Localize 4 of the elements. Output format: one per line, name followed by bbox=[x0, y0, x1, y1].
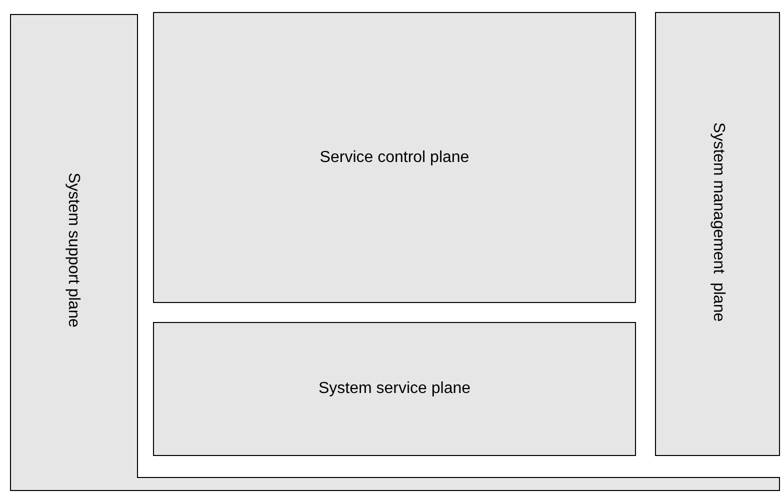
plane-label: System support plane bbox=[64, 172, 82, 328]
plane-label: System service plane bbox=[318, 380, 471, 398]
plane-label: System management plane bbox=[708, 122, 726, 322]
plane-label: Service control plane bbox=[320, 148, 470, 166]
